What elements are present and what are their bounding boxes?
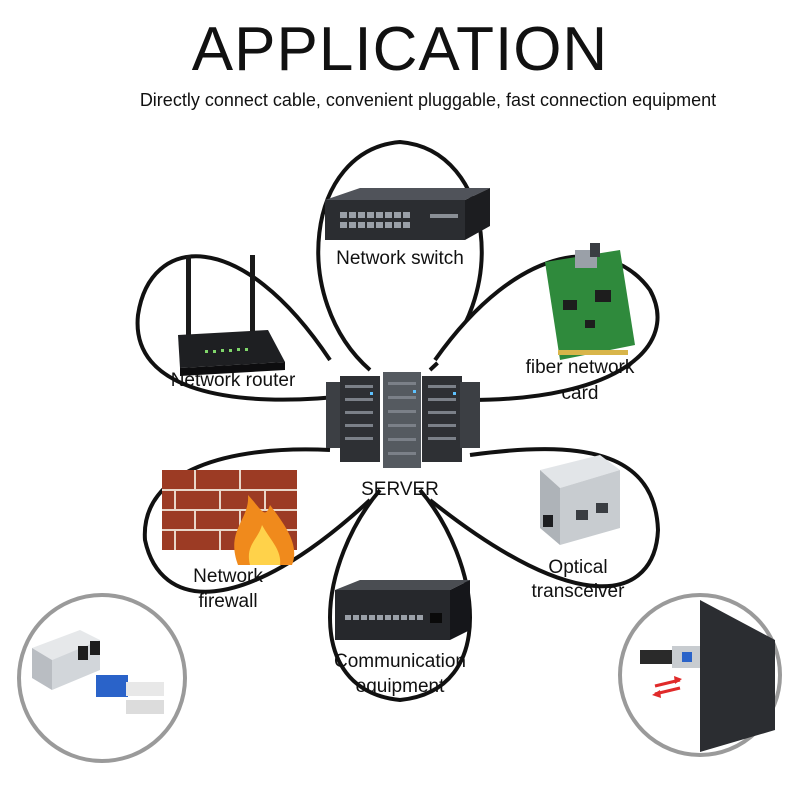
- media-converter-image: [540, 455, 620, 545]
- label-network-switch: Network switch: [336, 248, 464, 269]
- router-image: [178, 255, 285, 376]
- network-switch-image: [325, 188, 490, 240]
- fiber-network-card-image: [545, 243, 635, 360]
- label-optical-transceiver-line2: transceiver: [531, 581, 625, 602]
- label-fiber-network-card-line2: card: [561, 383, 599, 404]
- label-optical-transceiver-line1: Optical: [548, 557, 608, 578]
- rack-equipment-image: [335, 580, 470, 640]
- sfp-module-with-lc-connector-image: [17, 593, 187, 763]
- label-network-router: Network router: [170, 370, 296, 391]
- label-communication-equipment-line2: equipment: [355, 676, 445, 697]
- sfp-module-insertion-image: [618, 593, 782, 757]
- label-communication-equipment-line1: Communication: [334, 651, 466, 672]
- label-fiber-network-card-line1: fiber network: [525, 357, 635, 378]
- firewall-image: [162, 470, 297, 565]
- label-server: SERVER: [361, 479, 439, 500]
- page-subtitle: Directly connect cable, convenient plugg…: [139, 90, 717, 110]
- page-title: APPLICATION: [191, 15, 609, 84]
- label-network-firewall-line1: Network: [193, 566, 263, 587]
- server-rack-image: [326, 372, 480, 468]
- label-network-firewall-line2: firewall: [198, 591, 258, 612]
